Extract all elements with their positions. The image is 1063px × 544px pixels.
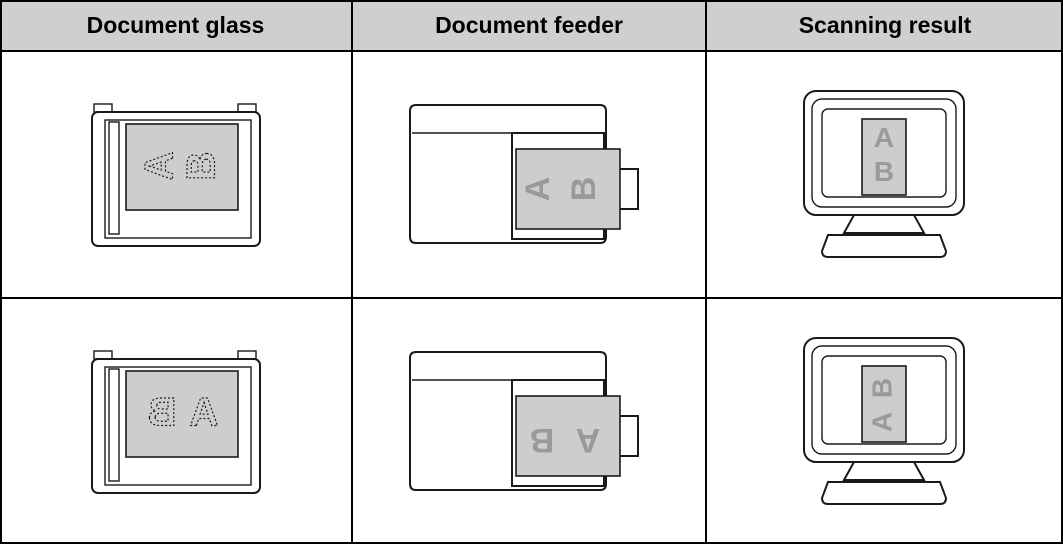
result-letter-2: B (866, 377, 897, 397)
row2-document-glass-cell: B A (0, 297, 353, 544)
result-letter-1: A (866, 411, 897, 431)
result-letter-1: A (874, 122, 894, 153)
row2-scanning-result-cell: A B (707, 297, 1063, 544)
feeder-letter-2: B (565, 176, 603, 201)
glass-letter-2: A (189, 390, 218, 434)
glass-letter-1: A (137, 151, 181, 180)
header-document-feeder: Document feeder (353, 0, 707, 50)
monitor-illustration: A B (803, 89, 965, 258)
feeder-letter-2: A (576, 421, 601, 459)
document-feeder-illustration: A B (409, 103, 639, 244)
glass-letter-2: B (179, 151, 223, 180)
row2-document-feeder-cell: B A (353, 297, 707, 544)
document-glass-illustration: A B (90, 102, 261, 247)
feeder-letter-1: A (519, 176, 557, 201)
result-letter-2: B (874, 156, 894, 187)
header-scanning-result: Scanning result (707, 0, 1063, 50)
feeder-letter-1: B (530, 421, 555, 459)
row1-document-feeder-cell: A B (353, 50, 707, 297)
glass-letter-1: B (147, 390, 176, 434)
header-document-glass: Document glass (0, 0, 353, 50)
row1-document-glass-cell: A B (0, 50, 353, 297)
document-feeder-illustration: B A (409, 350, 639, 491)
monitor-illustration: A B (803, 336, 965, 505)
document-glass-illustration: B A (90, 349, 261, 494)
row1-scanning-result-cell: A B (707, 50, 1063, 297)
